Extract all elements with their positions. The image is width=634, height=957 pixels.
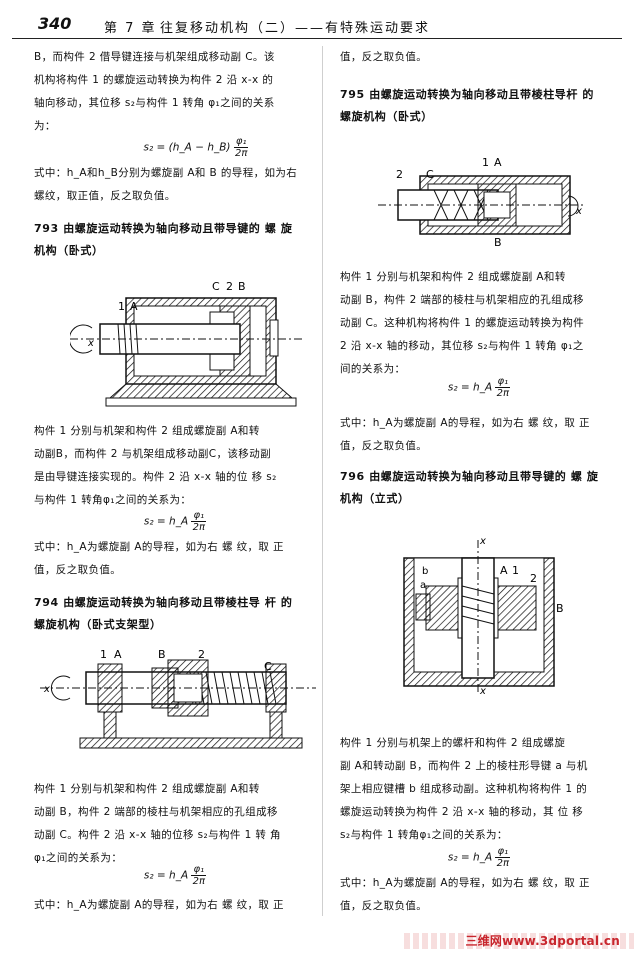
text-line: 构件 1 分别与机架和构件 2 组成螺旋副 A和转 — [340, 271, 566, 283]
section-796-title: 796 由螺旋运动转换为轴向移动且带导键的 螺 旋 机构（立式） — [340, 470, 599, 505]
label-1: 1 — [512, 564, 519, 577]
label-c: C — [264, 660, 272, 673]
figure-794: 1 A B 2 C x — [40, 650, 316, 749]
text-line: 式中：h_A为螺旋副 A的导程，如为右 螺 纹，取 正 — [340, 417, 590, 429]
section-794-body: 构件 1 分别与机架和构件 2 组成螺旋副 A和转 动副 B，构件 2 端部的棱… — [34, 778, 316, 870]
section-796-body: 构件 1 分别与机架上的螺杆和构件 2 组成螺旋 副 A和转动副 B，而构件 2… — [340, 732, 620, 847]
text-line: 值，反之取负值。 — [34, 564, 122, 576]
text-line: 轴向移动，其位移 s₂与构件 1 转角 φ₁之间的关系 — [34, 97, 275, 109]
section-794-title: 794 由螺旋运动转换为轴向移动且带棱柱导 杆 的 螺旋机构（卧式支架型） — [34, 596, 293, 631]
label-x: x — [575, 206, 582, 217]
label-a: A — [500, 564, 508, 577]
text-line: 值，反之取负值。 — [340, 440, 428, 452]
label-a: A — [130, 300, 138, 313]
label-b: B — [158, 650, 166, 661]
figure-796: x b a A 1 2 B x — [403, 536, 564, 694]
text-line: 间的关系为： — [340, 363, 406, 375]
text-line: 机构将构件 1 的螺旋运动转换为构件 2 沿 x-x 的 — [34, 74, 274, 86]
label-a-small: a — [420, 580, 426, 591]
text-line: 为： — [34, 120, 56, 132]
left-intro: B，而构件 2 借导键连接与机架组成移动副 C。该 机构将构件 1 的螺旋运动转… — [34, 46, 316, 138]
label-b: B — [238, 280, 246, 293]
text-line: 架上相应键槽 b 组成移动副。这种机构将构件 1 的 — [340, 783, 588, 795]
label-2: 2 — [396, 168, 403, 181]
section-793-title: 793 由螺旋运动转换为轴向移动且带导键的 螺 旋 机构（卧式） — [34, 222, 293, 257]
text-line: 式中：h_A为螺旋副 A的导程，如为右 螺 纹，取 正 — [34, 541, 284, 553]
label-x: x — [87, 338, 94, 349]
page-number: 340 — [38, 14, 72, 33]
label-a: A — [114, 650, 122, 661]
label-x-top: x — [479, 536, 486, 547]
column-divider — [322, 46, 323, 916]
text-line: 式中：h_A和h_B分别为螺旋副 A和 B 的导程，如为右 — [34, 167, 298, 179]
chapter-title: 往复移动机构（二）——有特殊运动要求 — [160, 21, 431, 36]
text-line: 是由导键连接实现的。构件 2 沿 x-x 轴的位 移 s₂ — [34, 471, 277, 483]
text-line: 副 A和转动副 B，而构件 2 上的棱柱形导键 a 与机 — [340, 760, 588, 772]
label-2: 2 — [198, 650, 205, 661]
section-794-note: 式中：h_A为螺旋副 A的导程，如为右 螺 纹，取 正 — [34, 899, 284, 911]
chapter-number: 第 7 章 — [104, 21, 157, 36]
text-line: 螺纹，取正值，反之取负值。 — [34, 190, 176, 202]
page-header: 340 第 7 章 往复移动机构（二）——有特殊运动要求 — [12, 8, 622, 39]
text-line: 构件 1 分别与机架和构件 2 组成螺旋副 A和转 — [34, 783, 260, 795]
text-line: 构件 1 分别与机架上的螺杆和构件 2 组成螺旋 — [340, 737, 566, 749]
text-line: 动副 B，构件 2 端部的棱柱与机架相应的孔组成移 — [34, 806, 278, 818]
label-2: 2 — [530, 572, 537, 585]
formula-lhs: s₂ = (h_A − h_B) — [143, 141, 231, 154]
section-795-body: 构件 1 分别与机架和构件 2 组成螺旋副 A和转 动副 B，构件 2 端部的棱… — [340, 266, 620, 381]
section-795-title: 795 由螺旋运动转换为轴向移动且带棱柱导杆 的 螺旋机构（卧式） — [340, 88, 595, 123]
left-note-1: 式中：h_A和h_B分别为螺旋副 A和 B 的导程，如为右 螺纹，取正值，反之取… — [34, 162, 316, 208]
label-c: C — [426, 168, 434, 181]
watermark: 三维网www.3dportal.cn — [465, 934, 620, 948]
label-b-small: b — [422, 566, 428, 577]
label-x-bot: x — [479, 686, 486, 694]
text-line: 动副 B，构件 2 端部的棱柱与机架相应的孔组成移 — [340, 294, 584, 306]
text-line: 动副 C。这种机构将构件 1 的螺旋运动转换为构件 — [340, 317, 585, 329]
label-1: 1 — [100, 650, 107, 661]
section-793-note: 式中：h_A为螺旋副 A的导程，如为右 螺 纹，取 正 值，反之取负值。 — [34, 536, 316, 582]
text-line: φ₁之间的关系为： — [34, 852, 123, 864]
label-2: 2 — [226, 280, 233, 293]
right-cont: 值，反之取负值。 — [340, 51, 428, 63]
text-line: s₂与构件 1 转角φ₁之间的关系为： — [340, 829, 508, 841]
text-line: 螺旋运动转换为构件 2 沿 x-x 轴的移动，其 位 移 — [340, 806, 584, 818]
section-795-note: 式中：h_A为螺旋副 A的导程，如为右 螺 纹，取 正 值，反之取负值。 — [340, 412, 620, 458]
label-1: 1 — [482, 156, 489, 169]
text-line: 式中：h_A为螺旋副 A的导程，如为右 螺 纹，取 正 — [340, 877, 590, 889]
label-1: 1 — [118, 300, 125, 313]
text-line: 动副B，而构件 2 与机架组成移动副C，该移动副 — [34, 448, 271, 460]
text-line: B，而构件 2 借导键连接与机架组成移动副 C。该 — [34, 51, 275, 63]
label-b: B — [556, 602, 564, 615]
text-line: 动副 C。构件 2 沿 x-x 轴的位移 s₂与构件 1 转 角 — [34, 829, 281, 841]
text-line: 2 沿 x-x 轴的移动，其位移 s₂与构件 1 转角 φ₁之 — [340, 340, 584, 352]
text-line: 与构件 1 转角φ₁之间的关系为： — [34, 494, 192, 506]
figure-795: 1 A 2 C B x — [378, 156, 584, 249]
label-a: A — [494, 156, 502, 169]
watermark-band — [404, 933, 634, 949]
text-line: 值，反之取负值。 — [340, 900, 428, 912]
label-b: B — [494, 236, 502, 249]
text-line: 构件 1 分别与机架和构件 2 组成螺旋副 A和转 — [34, 425, 260, 437]
section-796-note: 式中：h_A为螺旋副 A的导程，如为右 螺 纹，取 正 值，反之取负值。 — [340, 872, 620, 918]
label-x: x — [43, 684, 50, 695]
label-c: C — [212, 280, 220, 293]
section-793-body: 构件 1 分别与机架和构件 2 组成螺旋副 A和转 动副B，而构件 2 与机架组… — [34, 420, 316, 512]
figure-793: C 2 B 1 A x — [70, 280, 304, 407]
